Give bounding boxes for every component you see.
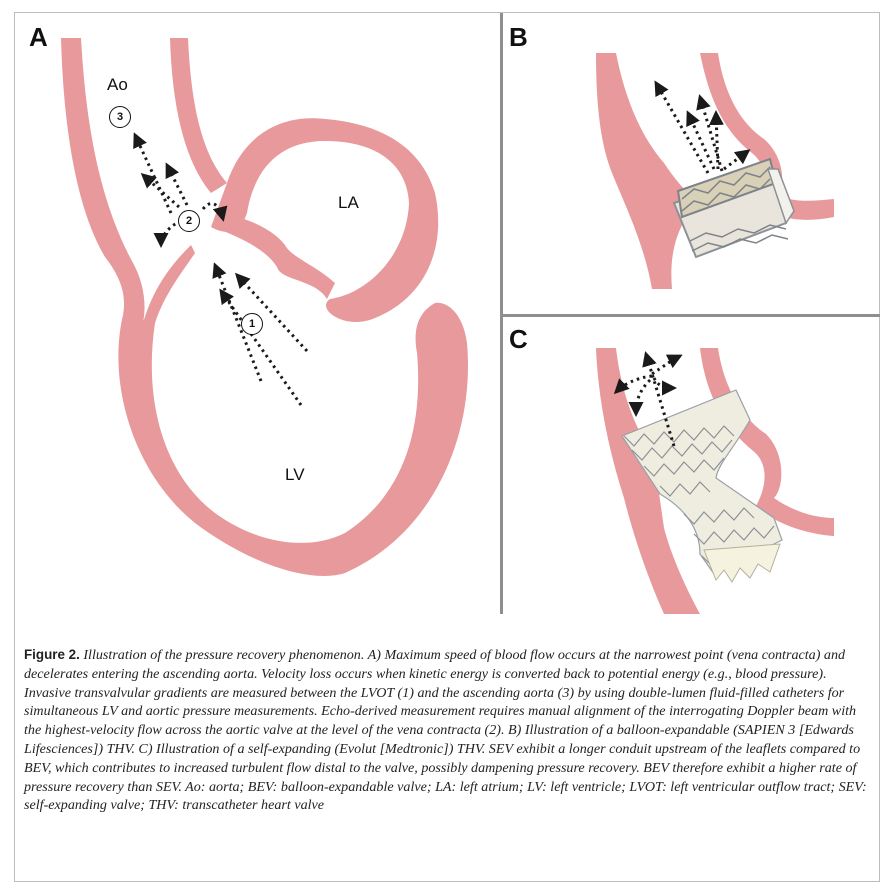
lvot-flow-arrows bbox=[212, 262, 309, 406]
panel-a-label: A bbox=[29, 22, 48, 52]
horizontal-divider bbox=[503, 314, 880, 317]
figure-caption: Figure 2. Illustration of the pressure r… bbox=[24, 646, 872, 815]
panel-b-label: B bbox=[509, 22, 528, 52]
panel-c-self-expanding-valve: C bbox=[504, 318, 879, 614]
self-expanding-valve-illustration bbox=[596, 348, 834, 614]
flow-arrows-c bbox=[613, 351, 683, 447]
vena-contracta-arrows bbox=[133, 132, 228, 248]
left-ventricle-label: LV bbox=[285, 465, 305, 484]
panel-a-heart-diagram: A Ao LA LV 3 2 1 bbox=[15, 13, 499, 614]
aortic-wall-left bbox=[596, 53, 696, 289]
aortic-wall-right-c bbox=[700, 348, 834, 536]
aorta-label: Ao bbox=[107, 75, 128, 94]
mitral-leaflet bbox=[213, 213, 335, 299]
caption-title: Figure 2. bbox=[24, 647, 80, 662]
left-atrium-label: LA bbox=[338, 193, 359, 212]
flow-arrows-b bbox=[654, 80, 751, 174]
marker-2: 2 bbox=[178, 210, 200, 232]
panel-b-balloon-expandable-valve: B bbox=[504, 13, 879, 313]
left-atrium-wall bbox=[211, 118, 439, 322]
marker-1: 1 bbox=[241, 313, 263, 335]
aortic-wall-right bbox=[700, 53, 834, 220]
aorta-left-wall bbox=[61, 38, 145, 323]
heart-illustration bbox=[61, 38, 468, 576]
balloon-expandable-valve-illustration bbox=[596, 53, 834, 289]
vertical-divider bbox=[500, 13, 503, 614]
caption-text: Illustration of the pressure recovery ph… bbox=[24, 647, 867, 814]
marker-3: 3 bbox=[109, 106, 131, 128]
panel-c-label: C bbox=[509, 324, 528, 354]
evolut-valve bbox=[621, 389, 783, 583]
septum bbox=[143, 245, 195, 323]
left-ventricle-wall bbox=[118, 302, 468, 576]
sapien-valve bbox=[672, 157, 795, 259]
aortic-wall-left-c bbox=[596, 348, 700, 614]
aorta-right-wall bbox=[170, 38, 227, 193]
